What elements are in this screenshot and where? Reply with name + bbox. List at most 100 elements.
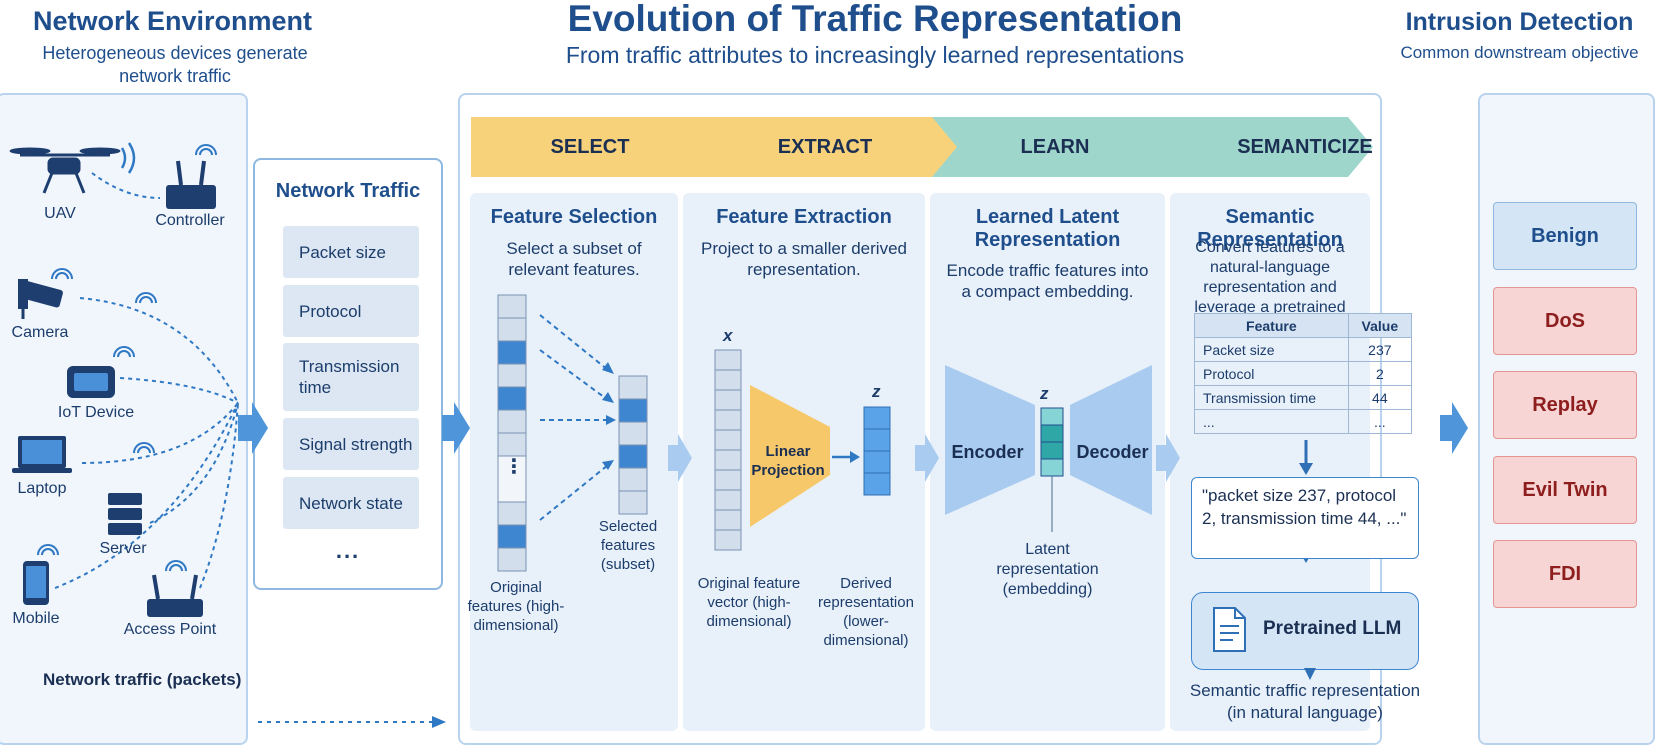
uav-signal-icon: [120, 142, 136, 174]
iot-device-label: IoT Device: [57, 404, 135, 421]
feature-extraction-desc: Project to a smaller derived representat…: [701, 239, 907, 279]
wifi-icon: [135, 292, 157, 304]
llm-output-arrow: [1304, 668, 1316, 680]
class-benign: Benign: [1493, 202, 1637, 270]
feature-extraction-title: Feature Extraction: [716, 206, 892, 228]
semantic-representation-desc: Convert features to a natural-language r…: [1194, 239, 1346, 336]
encoder-label: Encoder: [951, 442, 1024, 462]
traffic-item-transmission-time: Transmission time: [283, 343, 419, 411]
access-point-icon: [147, 560, 203, 617]
traffic-item-signal-strength: Signal strength: [283, 418, 419, 470]
access-point-label: Access Point: [123, 621, 217, 638]
table-cell: 44: [1347, 385, 1413, 410]
linear-projection-label: Linear Projection: [751, 443, 825, 479]
uav-icon: [9, 147, 121, 194]
pretrained-llm-label: Pretrained LLM: [1263, 618, 1402, 639]
camera-label: Camera: [11, 324, 69, 341]
z-symbol-learn: z: [1040, 384, 1049, 403]
table-header-value: Value: [1347, 313, 1413, 338]
chevron-label-semanticize: SEMANTICIZE: [1237, 136, 1373, 158]
traffic-item-protocol: Protocol: [283, 285, 419, 337]
iot-device-icon: [67, 346, 135, 398]
autoencoder-graphic: [945, 365, 1152, 532]
table-row: Protocol 2: [1194, 361, 1413, 386]
chevron-label-extract: EXTRACT: [777, 136, 873, 158]
class-evil-twin: Evil Twin: [1493, 456, 1637, 524]
class-fdi: FDI: [1493, 540, 1637, 608]
chevron-label-select: SELECT: [550, 136, 630, 158]
mobile-label: Mobile: [12, 610, 60, 627]
table-header-feature: Feature: [1194, 313, 1349, 338]
wifi-icon: [133, 442, 155, 454]
feature-ellipsis: ⋮: [504, 456, 524, 478]
feature-value-table: Feature Value Packet size 237 Protocol 2…: [1194, 313, 1413, 434]
class-dos: DoS: [1493, 287, 1637, 355]
uav-label: UAV: [44, 205, 76, 222]
semanticize-chevron: [1171, 117, 1373, 177]
network-environment-subtitle: Heterogeneous devices generate network t…: [42, 43, 308, 86]
original-features-label: Original features (high-dimensional): [467, 579, 565, 634]
semantic-output-label: Semantic traffic representation (in natu…: [1189, 681, 1421, 722]
derived-representation-label: Derived representation (lower-dimensiona…: [818, 575, 914, 649]
original-vector-label: Original feature vector (high-dimensiona…: [697, 575, 801, 630]
server-label: Server: [99, 540, 147, 557]
class-replay: Replay: [1493, 371, 1637, 439]
laptop-label: Laptop: [17, 480, 67, 497]
selected-features-label: Selected features (subset): [598, 518, 658, 573]
decoder-label: Decoder: [1076, 442, 1149, 462]
natural-language-quote: "packet size 237, protocol 2, transmissi…: [1191, 477, 1419, 559]
arrow-traffic-to-evolution: [442, 402, 470, 454]
page-title: Evolution of Traffic Representation: [567, 0, 1183, 39]
x-symbol: x: [723, 326, 733, 345]
document-icon: [1213, 607, 1246, 652]
encoder-shape: [945, 365, 1035, 515]
device-icons-layer: [9, 142, 239, 617]
traffic-item-network-state: Network state: [283, 477, 419, 529]
arrow-env-to-traffic: [238, 402, 268, 454]
z-symbol-extract: z: [872, 382, 881, 401]
device-links: [54, 297, 239, 589]
feature-selection-desc: Select a subset of relevant features.: [506, 239, 642, 279]
learned-latent-title: Learned Latent Representation: [974, 206, 1121, 251]
semantic-representation-title: Semantic Representation: [1197, 206, 1343, 251]
page-subtitle: From traffic attributes to increasingly …: [565, 42, 1185, 68]
decoder-shape: [1070, 365, 1152, 515]
traffic-more-ellipsis: ...: [335, 538, 361, 563]
network-traffic-packets-label: Network traffic (packets): [43, 670, 242, 689]
controller-label: Controller: [155, 212, 225, 229]
laptop-icon: [12, 436, 72, 473]
table-cell: ...: [1194, 409, 1349, 434]
table-cell: Protocol: [1194, 361, 1349, 386]
camera-icon: [18, 268, 73, 319]
table-header-row: Feature Value: [1194, 313, 1413, 338]
stage-chevrons: [471, 117, 1373, 177]
select-chevron: [471, 117, 730, 177]
learned-latent-desc: Encode traffic features into a compact e…: [946, 261, 1149, 301]
learn-chevron: [932, 117, 1203, 177]
feature-extraction-graphic: [714, 349, 891, 551]
feature-selection-graphic: [497, 294, 648, 572]
server-icon: [108, 493, 142, 535]
arrow-select-to-extract: [668, 434, 692, 482]
controller-icon: [166, 144, 217, 209]
table-row: ... ...: [1194, 409, 1413, 434]
arrow-evolution-to-detection: [1440, 402, 1468, 454]
mobile-icon: [23, 544, 59, 605]
extract-chevron: [702, 117, 963, 177]
packets-arrow-head: [432, 716, 446, 728]
chevron-label-learn: LEARN: [1020, 136, 1090, 158]
linear-projection-shape: [750, 385, 830, 527]
latent-representation-label: Latent representation (embedding): [996, 541, 1099, 598]
table-cell: ...: [1347, 409, 1413, 434]
feature-selection-title: Feature Selection: [490, 206, 658, 228]
intrusion-detection-title: Intrusion Detection: [1405, 8, 1634, 36]
arrow-learn-to-semanticize: [1156, 434, 1180, 482]
arrow-extract-to-learn: [915, 434, 939, 482]
table-cell: 2: [1347, 361, 1413, 386]
traffic-item-packet-size: Packet size: [283, 226, 419, 278]
table-cell: Packet size: [1194, 337, 1349, 362]
intrusion-detection-subtitle: Common downstream objective: [1400, 43, 1639, 62]
network-traffic-title: Network Traffic: [275, 180, 421, 202]
network-environment-title: Network Environment: [32, 6, 313, 36]
